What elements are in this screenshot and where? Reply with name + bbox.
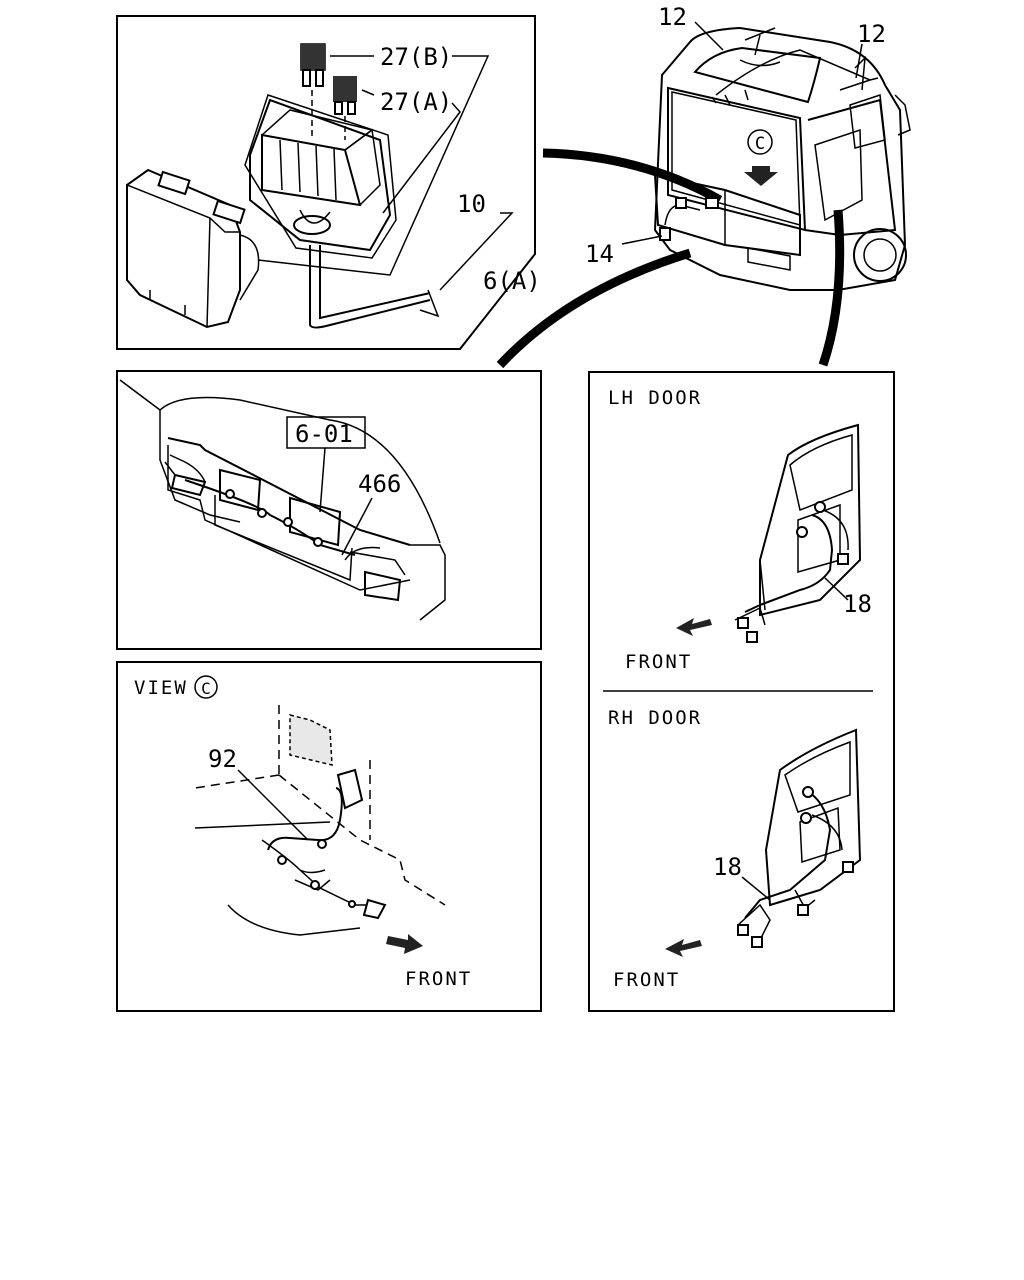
label-6a: 6(A) <box>483 267 541 295</box>
label-10: 10 <box>457 190 486 218</box>
label-27b: 27(B) <box>380 43 452 71</box>
label-12-left: 12 <box>658 3 687 31</box>
panel-front-grille <box>116 370 542 650</box>
front-arrow-rh <box>665 939 702 957</box>
panel-view-c-frame <box>116 661 542 1012</box>
label-front-lh: FRONT <box>625 651 692 673</box>
label-466: 466 <box>358 470 401 498</box>
front-arrow-lh <box>676 618 712 636</box>
view-c-marker: C <box>755 134 765 154</box>
fuse-box-leaders <box>257 55 514 291</box>
label-6-01: 6-01 <box>295 420 353 448</box>
label-27a: 27(A) <box>380 88 452 116</box>
fuse-27b-drawing <box>300 43 326 140</box>
panel-doors: LH DOOR RH DOOR <box>588 371 895 1012</box>
panel-doors-frame <box>588 371 895 1012</box>
lh-door-title: LH DOOR <box>608 387 702 409</box>
panel-front-grille-frame <box>116 370 542 650</box>
label-front-view-c: FRONT <box>405 968 472 990</box>
front-arrow-view-c <box>386 934 423 954</box>
panel-fuse-box-frame <box>116 15 536 350</box>
label-12-right: 12 <box>857 20 886 48</box>
panel-view-c: VIEW C <box>116 661 542 1012</box>
label-18-lh: 18 <box>843 590 872 618</box>
fuse-box-drawing <box>244 94 440 329</box>
view-c-title: VIEW <box>134 677 188 699</box>
label-14: 14 <box>585 240 614 268</box>
label-front-rh: FRONT <box>613 969 680 991</box>
view-c-title-circle <box>194 675 218 699</box>
truck-cab-rear: C <box>621 21 911 291</box>
rh-door-title: RH DOOR <box>608 707 702 729</box>
connection-arcs <box>496 148 845 369</box>
ref-box-6-01 <box>286 416 366 449</box>
panel-fuse-box: 27(B) 27(A) 10 6(A) <box>116 15 541 350</box>
view-c-arrow <box>744 166 778 186</box>
junction-cover-drawing <box>126 168 260 329</box>
view-c-title-mark: C <box>201 679 211 698</box>
label-18-rh: 18 <box>713 853 742 881</box>
label-92: 92 <box>208 745 237 773</box>
